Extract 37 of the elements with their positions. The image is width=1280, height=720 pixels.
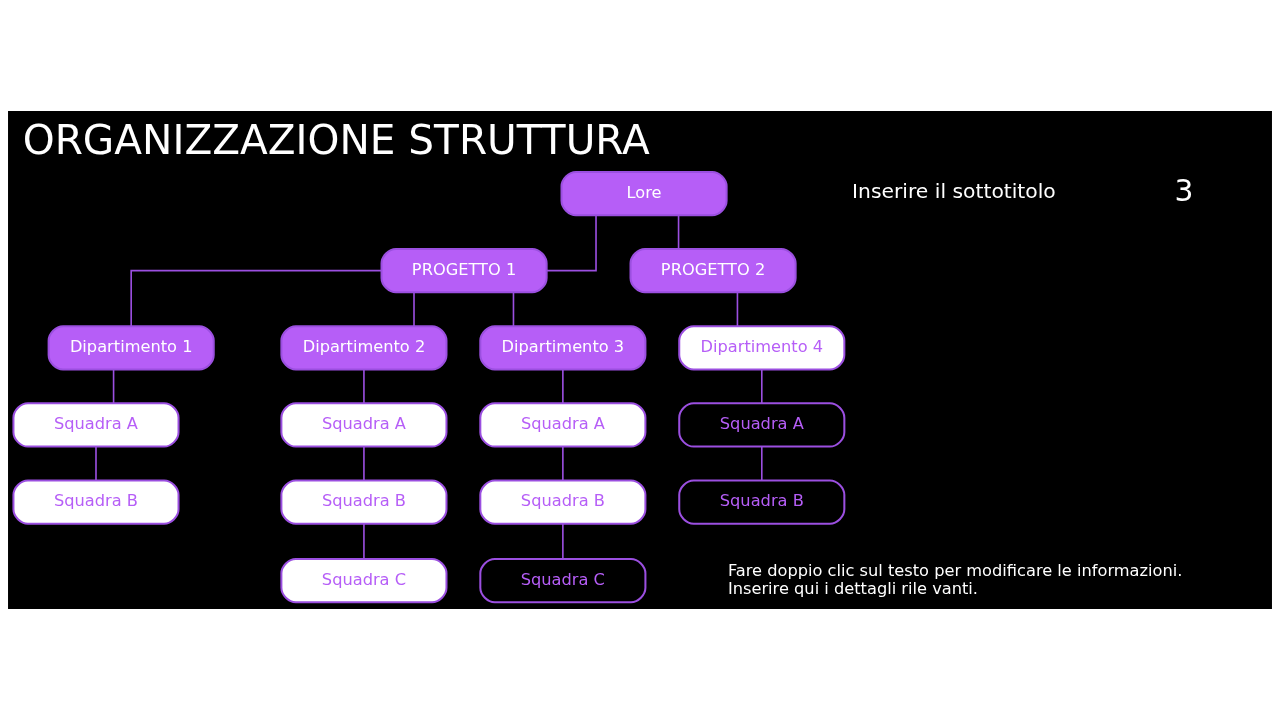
- connector: [363, 446, 365, 482]
- node-box: Dipartimento 4: [678, 325, 846, 371]
- connector: [363, 368, 365, 405]
- connector: [363, 523, 365, 560]
- node-box: Dipartimento 3: [479, 325, 647, 371]
- connector: [736, 291, 739, 327]
- connector: [546, 214, 597, 272]
- node-box: Squadra B: [678, 479, 846, 525]
- connector: [512, 291, 515, 327]
- connector: [413, 291, 415, 327]
- node-box: Squadra C: [280, 557, 448, 604]
- connector: [562, 368, 564, 405]
- connector: [112, 368, 115, 405]
- node-box: Squadra A: [12, 402, 180, 448]
- node-box: Dipartimento 2: [280, 325, 448, 371]
- node-box: Lore: [560, 170, 728, 217]
- node-box: Squadra C: [479, 557, 647, 604]
- node-box: Squadra A: [479, 402, 647, 448]
- node-box: Squadra B: [12, 479, 180, 525]
- label: 3: [1174, 173, 1194, 209]
- connector: [677, 214, 680, 250]
- label: Fare doppio clic sul testo per modificare le informazioni. Inserire qui i dettagli rile vanti.: [727, 560, 1183, 598]
- connector: [761, 446, 763, 482]
- connector: [130, 269, 383, 327]
- node-box: Dipartimento 1: [47, 325, 215, 371]
- node-box: PROGETTO 2: [629, 248, 797, 294]
- node-box: PROGETTO 1: [380, 248, 548, 294]
- node-box: Squadra B: [280, 479, 448, 525]
- connector: [562, 523, 564, 560]
- connector: [95, 446, 97, 482]
- label: Inserire il sottotitolo: [852, 179, 1056, 204]
- connector: [761, 368, 763, 405]
- node-box: Squadra B: [479, 479, 647, 525]
- diagram-title: ORGANIZZAZIONE STRUTTURA: [22, 116, 650, 165]
- node-box: Squadra A: [280, 402, 448, 448]
- connector: [562, 446, 564, 482]
- node-box: Squadra A: [678, 402, 846, 448]
